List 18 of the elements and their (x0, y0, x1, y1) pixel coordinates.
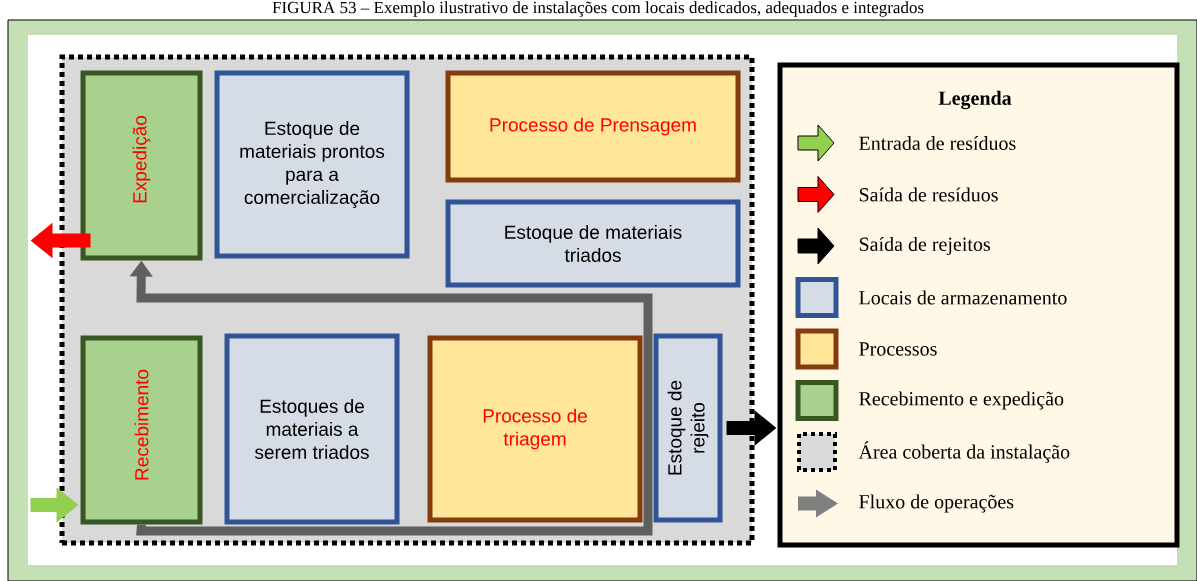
dock-box: Recebimento (80, 335, 203, 525)
legend-text: Fluxo de operações (859, 494, 1014, 513)
process-box: Processo de triagem (427, 335, 643, 523)
legend-text: Saída de rejeitos (859, 236, 990, 256)
storage-box: Estoque de materiais prontos para a comercialização (214, 70, 410, 259)
process-box: Processo de Prensagem (445, 70, 741, 183)
legend-text: Saída de resíduos (859, 187, 998, 202)
legend-text: Processos (859, 342, 937, 356)
storage-box: Estoque de rejeito (653, 333, 723, 523)
storage-box: Estoques de materiais a serem triados (224, 333, 400, 525)
legend-text: Locais de armazenamento (859, 290, 1067, 305)
legend-text: Entrada de resíduos (859, 135, 1016, 151)
dock-box: Expedição (80, 70, 203, 261)
legend-title: Legenda (938, 90, 1012, 110)
legend-text: Recebimento e expedição (859, 391, 1064, 410)
figure-title: FIGURA 53 – Exemplo ilustrativo de instalações com locais dedicados, adequados e integrados (272, 1, 924, 17)
storage-box: Estoque de materiais triados (445, 199, 741, 288)
legend-text: Área coberta da instalação (858, 441, 1070, 463)
